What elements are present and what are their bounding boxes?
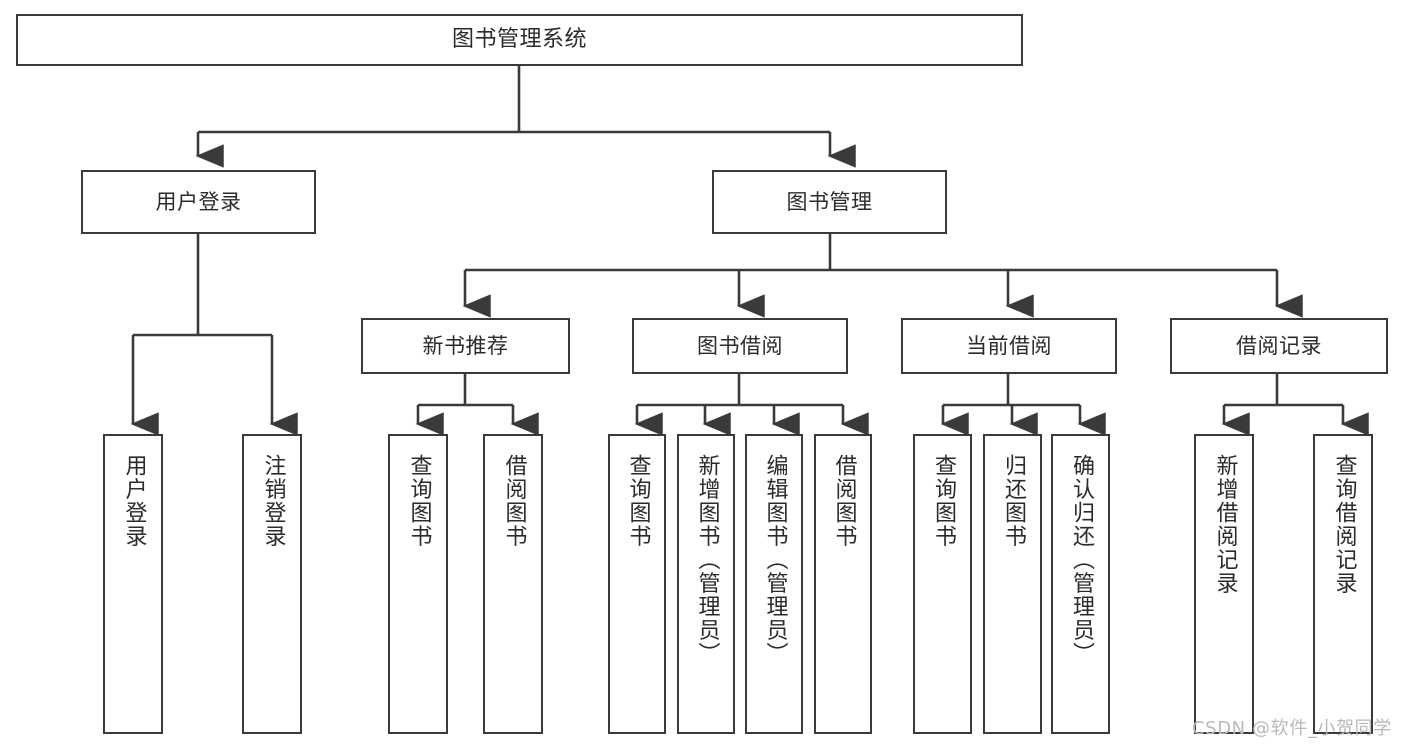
node-label: 新增借阅记录 xyxy=(1212,454,1238,595)
node-label: 新书推荐 xyxy=(422,333,509,358)
node-label: 借阅图书 xyxy=(501,454,527,548)
node-label: 新增图书（管理员） xyxy=(694,454,720,666)
node-label: 当前借阅 xyxy=(966,333,1052,358)
node-label: 归还图书 xyxy=(1000,454,1026,548)
node-label: 编辑图书（管理员） xyxy=(762,454,788,666)
node-label: 用户登录 xyxy=(155,189,242,214)
leaf-book-borrow-borrow-book[interactable]: 借阅图书 xyxy=(814,434,872,734)
leaf-new-book-borrow-book[interactable]: 借阅图书 xyxy=(483,434,543,734)
node-label: 注销登录 xyxy=(260,454,286,548)
node-label: 借阅记录 xyxy=(1236,333,1322,358)
node-user-login[interactable]: 用户登录 xyxy=(81,170,316,234)
leaf-book-borrow-add-book-admin[interactable]: 新增图书（管理员） xyxy=(677,434,735,734)
node-borrow-record[interactable]: 借阅记录 xyxy=(1170,318,1388,374)
node-label: 图书管理 xyxy=(786,189,873,214)
node-label: 图书管理系统 xyxy=(451,27,587,53)
leaf-borrow-record-query-record[interactable]: 查询借阅记录 xyxy=(1313,434,1373,734)
node-label: 查询图书 xyxy=(625,454,651,548)
node-label: 查询借阅记录 xyxy=(1331,454,1357,595)
node-label: 用户登录 xyxy=(121,454,147,548)
node-label: 借阅图书 xyxy=(831,454,857,548)
leaf-current-borrow-confirm-return-admin[interactable]: 确认归还（管理员） xyxy=(1051,434,1110,734)
node-current-borrow[interactable]: 当前借阅 xyxy=(901,318,1117,374)
node-root-book-management-system[interactable]: 图书管理系统 xyxy=(16,14,1023,66)
leaf-current-borrow-return-book[interactable]: 归还图书 xyxy=(983,434,1042,734)
node-label: 图书借阅 xyxy=(697,333,783,358)
node-label: 查询图书 xyxy=(930,454,956,548)
node-book-borrow[interactable]: 图书借阅 xyxy=(632,318,848,374)
leaf-book-borrow-edit-book-admin[interactable]: 编辑图书（管理员） xyxy=(745,434,803,734)
node-new-book-recommend[interactable]: 新书推荐 xyxy=(361,318,570,374)
leaf-current-borrow-query-book[interactable]: 查询图书 xyxy=(913,434,972,734)
node-label: 确认归还（管理员） xyxy=(1068,454,1094,666)
leaf-new-book-query-book[interactable]: 查询图书 xyxy=(388,434,448,734)
leaf-user-login-login[interactable]: 用户登录 xyxy=(103,434,163,734)
leaf-borrow-record-add-record[interactable]: 新增借阅记录 xyxy=(1194,434,1254,734)
node-book-management[interactable]: 图书管理 xyxy=(712,170,947,234)
node-label: 查询图书 xyxy=(406,454,432,548)
csdn-watermark: CSDN @软件_小贺同学 xyxy=(1192,718,1392,739)
leaf-user-login-logout[interactable]: 注销登录 xyxy=(242,434,302,734)
leaf-book-borrow-query-book[interactable]: 查询图书 xyxy=(608,434,666,734)
